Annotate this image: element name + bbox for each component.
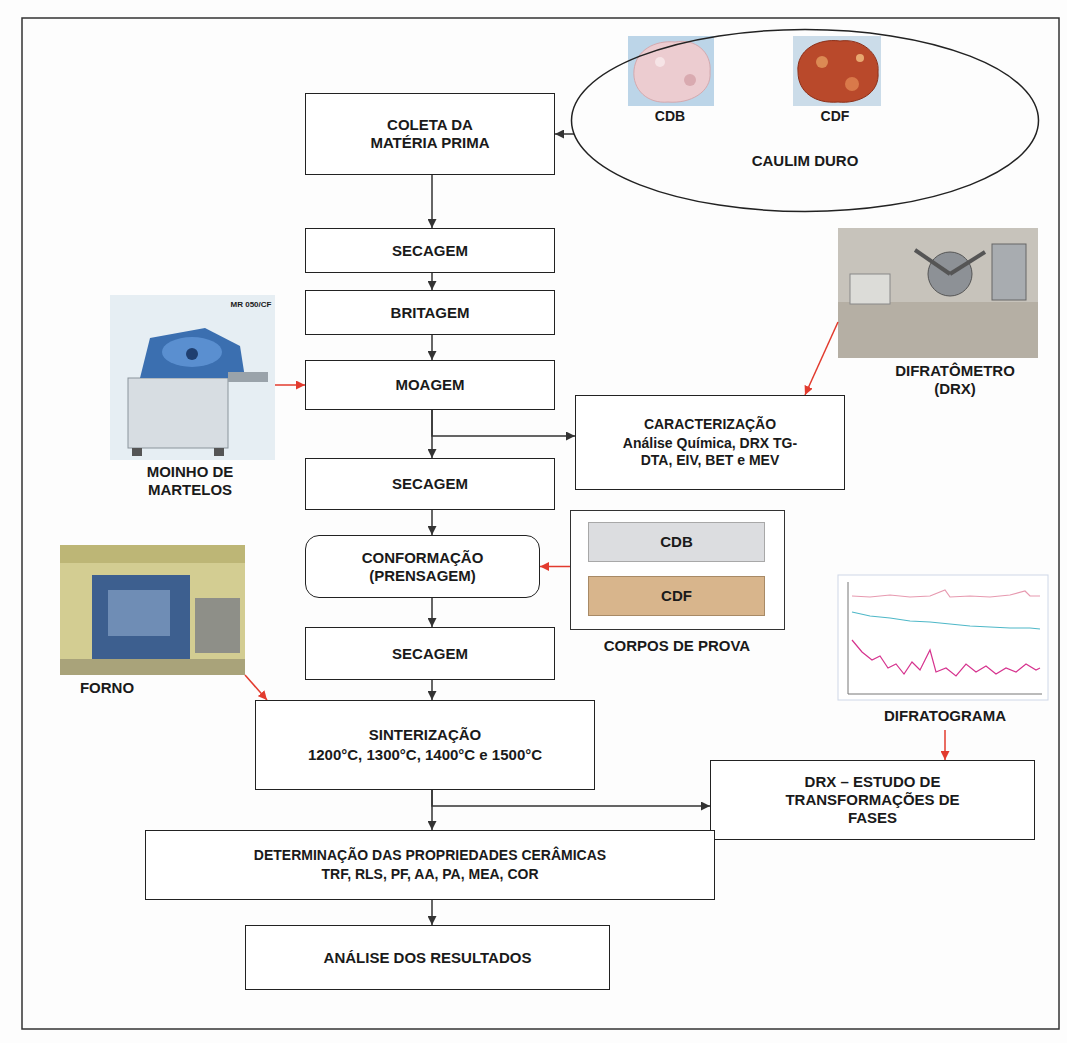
mill-cabinet: [128, 378, 228, 448]
photo-caption: DIFRATOGRAMA: [855, 707, 1035, 725]
furnace-controller: [195, 598, 240, 653]
shape-label: CORPOS DE PROVA: [572, 637, 782, 655]
step-label: CARACTERIZAÇÃO: [644, 416, 776, 433]
step-label: BRITAGEM: [391, 304, 470, 322]
instrument-arm: [950, 252, 985, 274]
step-label: COLETA DA MATÉRIA PRIMA: [355, 116, 505, 152]
process-box: SECAGEM: [305, 458, 555, 510]
mill-tray: [228, 372, 268, 382]
photo-mill: MR 050/CF MOINHO DE MARTELOS: [110, 295, 275, 505]
material-ellipse: CDB CDF CAULIM DURO: [570, 28, 1040, 213]
flow-arrow: [431, 900, 433, 925]
flow-arrow: [431, 680, 433, 700]
process-box: COLETA DA MATÉRIA PRIMA: [305, 93, 555, 175]
process-box: ANÁLISE DOS RESULTADOS: [245, 925, 610, 990]
source-arrow: [275, 384, 305, 386]
specimen-slab: CDF: [588, 576, 765, 616]
source-arrow: [805, 322, 838, 395]
step-label: MOAGEM: [395, 376, 464, 394]
flow-arrow: [432, 410, 575, 436]
photo-mill: [110, 295, 275, 460]
chart-axis: [848, 582, 849, 694]
process-box: DRX – ESTUDO DE TRANSFORMAÇÕES DE FASES: [710, 760, 1035, 840]
rock-cdf: [798, 41, 878, 103]
process-box: DETERMINAÇÃO DAS PROPRIEDADES CERÂMICAS T…: [145, 830, 715, 900]
step-label: TRF, RLS, PF, AA, PA, MEA, COR: [321, 866, 538, 883]
photo-diffractogram: [838, 575, 1048, 700]
photo-furnace: FORNO: [60, 545, 245, 700]
chart-curve: [852, 640, 1040, 676]
chart-curve: [852, 590, 1040, 597]
ellipse-outline: [570, 28, 1040, 213]
chart-curve: [852, 612, 1040, 629]
flow-arrow: [555, 133, 574, 135]
instrument-arm: [915, 250, 950, 274]
source-arrow: [540, 566, 570, 568]
photo-caption: DIFRATÔMETRO (DRX): [885, 362, 1025, 398]
flow-arrow: [432, 790, 710, 806]
furnace-door: [108, 590, 170, 636]
photo-ground: [793, 36, 881, 106]
instrument-box: [850, 274, 890, 304]
photo-diffractometer: DIFRATÔMETRO (DRX): [838, 228, 1038, 403]
mill-knob: [186, 348, 198, 360]
rock-spot: [845, 77, 859, 91]
flow-arrow: [431, 273, 433, 290]
step-label: SECAGEM: [392, 475, 468, 493]
mill-foot: [132, 448, 142, 456]
process-box: SECAGEM: [305, 228, 555, 273]
lab-bench: [838, 302, 1038, 358]
process-box: MOAGEM: [305, 360, 555, 410]
process-box: SINTERIZAÇÃO 1200°C, 1300°C, 1400°C e 150…: [255, 700, 595, 790]
flow-arrow: [431, 510, 433, 535]
flow-arrow: [431, 598, 433, 627]
characterization-box: CARACTERIZAÇÃO Análise Química, DRX TG-DT…: [575, 395, 845, 490]
process-box: BRITAGEM: [305, 290, 555, 335]
mill-cover: [162, 337, 222, 367]
step-label: CDF: [661, 587, 692, 605]
shape-label: CDB: [625, 108, 715, 125]
photo-diffractometer: [838, 228, 1038, 358]
instrument-box: [992, 244, 1026, 300]
photo-caption: FORNO: [67, 679, 147, 697]
furnace-floor: [60, 659, 245, 675]
step-label: DETERMINAÇÃO DAS PROPRIEDADES CERÂMICAS: [254, 847, 606, 864]
flow-arrow: [431, 335, 433, 360]
rock-cdb: [634, 41, 710, 102]
process-box: SECAGEM: [305, 627, 555, 680]
step-label: 1200°C, 1300°C, 1400°C e 1500°C: [308, 746, 542, 764]
specimen-panel: CORPOS DE PROVA CDB CDF: [570, 510, 785, 660]
step-label: DRX – ESTUDO DE TRANSFORMAÇÕES DE FASES: [778, 773, 968, 827]
step-label: ANÁLISE DOS RESULTADOS: [324, 949, 532, 967]
furnace-body: [92, 575, 190, 659]
step-label: SECAGEM: [392, 645, 468, 663]
rock-spot: [816, 56, 828, 68]
shape-label: CAULIM DURO: [695, 152, 915, 170]
rock-spot: [684, 74, 696, 86]
rock-spot: [856, 54, 864, 62]
step-label: Análise Química, DRX TG-DTA, EIV, BET e …: [608, 435, 813, 469]
shape-label: CDF: [790, 108, 880, 125]
ellipse-outline: [572, 30, 1039, 212]
figure-frame: [22, 18, 1059, 1029]
furnace-shelf: [60, 545, 245, 563]
photo-furnace: [60, 545, 245, 675]
step-label: CONFORMAÇÃO (PRENSAGEM): [353, 549, 493, 585]
flow-arrow: [431, 175, 433, 228]
step-label: CDB: [660, 533, 693, 551]
specimen-slab: CDB: [588, 522, 765, 562]
step-label: SINTERIZAÇÃO: [369, 726, 482, 744]
source-arrow: [245, 675, 267, 700]
rock-spot: [655, 57, 665, 67]
photo-caption: MR 050/CF: [228, 300, 274, 310]
mill-foot: [214, 448, 224, 456]
mill-housing: [140, 328, 245, 378]
source-arrow: [944, 730, 946, 760]
photo-diffractogram: DIFRATOGRAMA: [838, 575, 1048, 730]
chart-axis: [848, 694, 1042, 695]
photo-caption: MOINHO DE MARTELOS: [130, 463, 250, 499]
step-label: SECAGEM: [392, 242, 468, 260]
process-box: CONFORMAÇÃO (PRENSAGEM): [305, 535, 540, 598]
